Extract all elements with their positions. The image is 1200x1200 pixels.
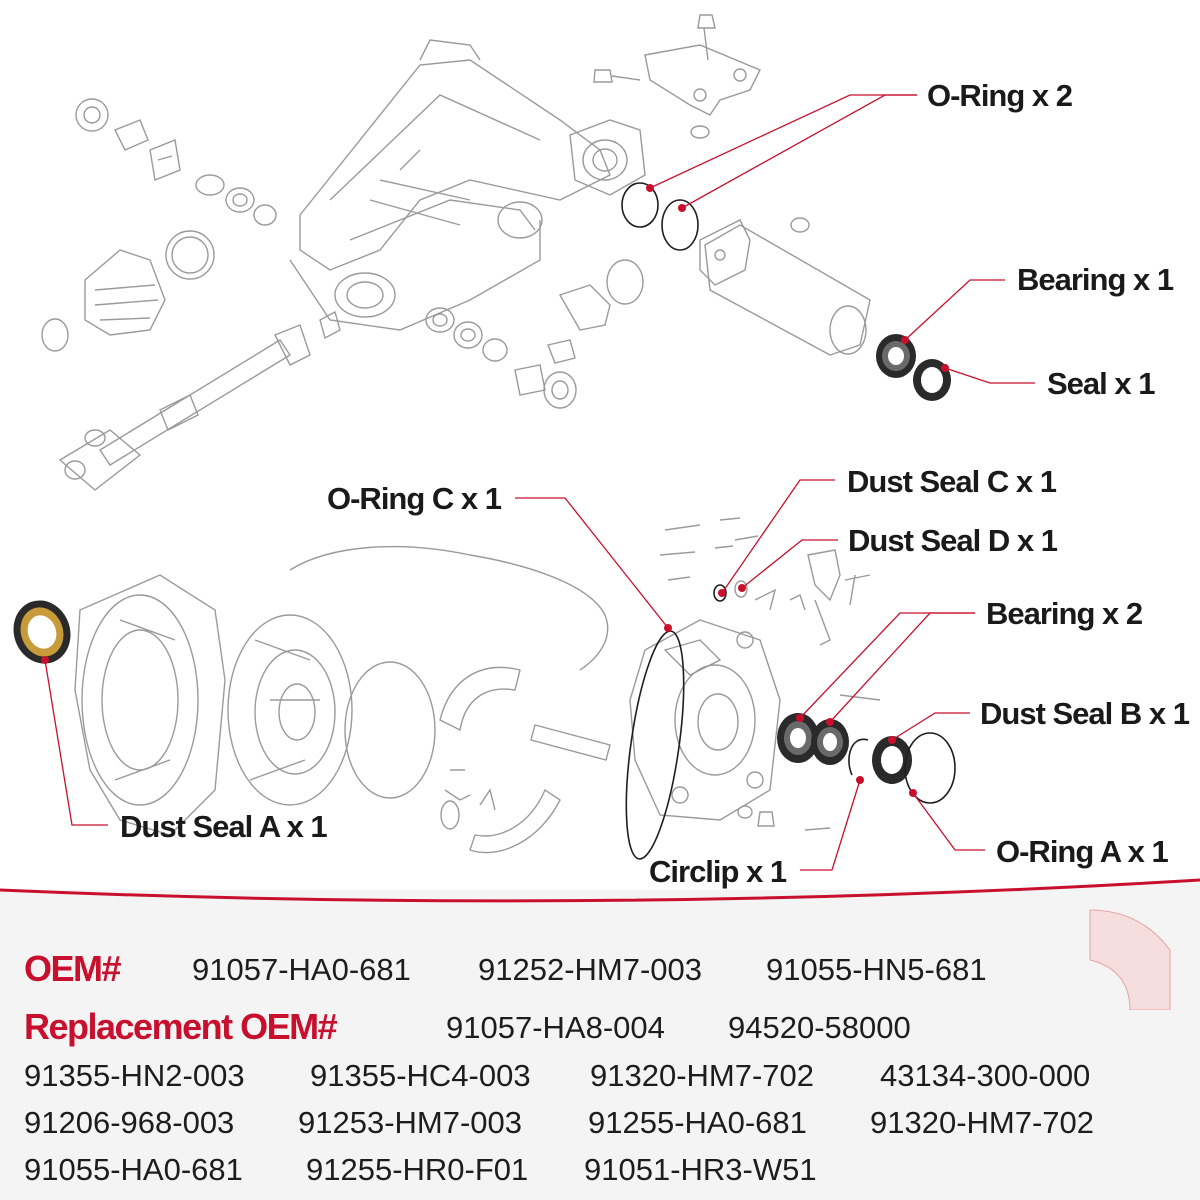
oring-top-2	[661, 199, 699, 251]
dust-seal-a	[13, 600, 71, 664]
replacement-label: Replacement OEM#	[24, 1006, 338, 1047]
swingarm-assembly-drawing	[41, 14, 951, 491]
callout-dust-seal-a: Dust Seal A x 1	[120, 809, 327, 844]
dust-seal-d	[734, 580, 748, 598]
oem-label: OEM#	[24, 948, 122, 989]
replacement-number: 91206-968-003	[24, 1105, 235, 1140]
callout-dust-seal-b: Dust Seal B x 1	[980, 696, 1190, 731]
replacement-row: Replacement OEM#	[24, 1006, 338, 1048]
replacement-number: 91051-HR3-W51	[584, 1152, 817, 1187]
oring-a	[904, 732, 956, 804]
oem-number: 91055-HN5-681	[766, 952, 987, 987]
replacement-number: 91057-HA8-004	[446, 1010, 665, 1045]
replacement-number: 91253-HM7-003	[298, 1105, 523, 1140]
replacement-number: 91355-HC4-003	[310, 1058, 531, 1093]
oring-top-1	[621, 182, 659, 228]
replacement-number: 91320-HM7-702	[590, 1058, 815, 1093]
callout-bearing-x1: Bearing x 1	[1017, 262, 1174, 297]
dust-seal-b	[872, 736, 912, 784]
circlip	[848, 738, 869, 776]
callout-circlip: Circlip x 1	[649, 854, 787, 889]
replacement-number: 94520-58000	[728, 1010, 911, 1045]
leader-lines	[41, 94, 1035, 871]
replacement-number: 91355-HN2-003	[24, 1058, 245, 1093]
callout-bearing-x2: Bearing x 2	[986, 596, 1142, 631]
bearing-lower-1	[777, 713, 819, 763]
callout-dust-seal-d: Dust Seal D x 1	[848, 523, 1058, 558]
callout-oring-x2: O-Ring x 2	[927, 78, 1072, 113]
callout-seal-x1: Seal x 1	[1047, 366, 1155, 401]
callout-dust-seal-c: Dust Seal C x 1	[847, 464, 1057, 499]
bearing-top	[876, 334, 916, 378]
decorative-corner-shape	[1089, 909, 1171, 1010]
panel-top-curve	[0, 878, 1200, 926]
callout-oring-a: O-Ring A x 1	[996, 834, 1168, 869]
replacement-number: 91255-HR0-F01	[306, 1152, 529, 1187]
oem-info-panel	[0, 890, 1200, 1200]
oring-c	[625, 630, 685, 860]
brake-assembly-drawing	[13, 517, 956, 860]
callout-oring-c: O-Ring C x 1	[327, 481, 502, 516]
replacement-number: 43134-300-000	[880, 1058, 1091, 1093]
callout-labels: O-Ring x 2 Bearing x 1 Seal x 1 O-Ring C…	[120, 78, 1191, 889]
oem-number: 91252-HM7-003	[478, 952, 703, 987]
oem-row: OEM#	[24, 948, 122, 990]
replacement-number: 91320-HM7-702	[870, 1105, 1095, 1140]
bearing-lower-2	[811, 719, 849, 765]
oem-number: 91057-HA0-681	[192, 952, 411, 987]
replacement-number: 91055-HA0-681	[24, 1152, 243, 1187]
replacement-number: 91255-HA0-681	[588, 1105, 807, 1140]
